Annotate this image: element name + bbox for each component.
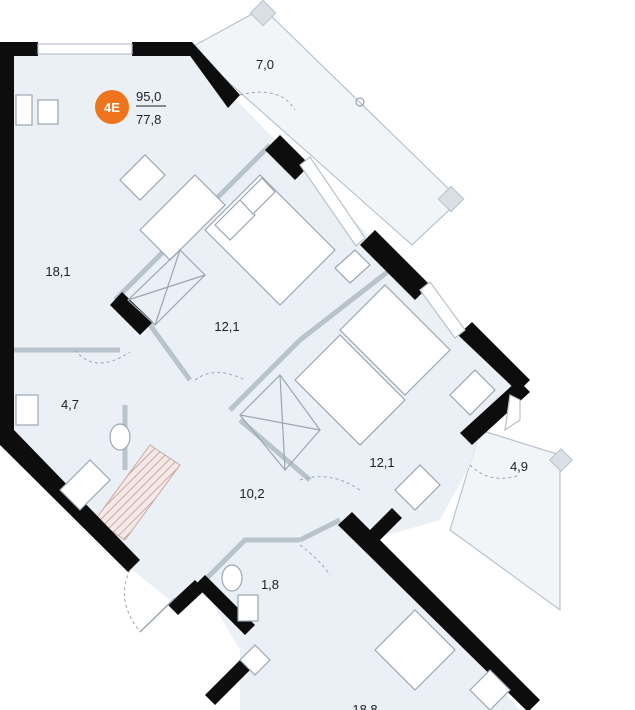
room-area-bathroom: 4,7 — [61, 397, 79, 412]
room-area-hall: 10,2 — [239, 486, 264, 501]
apartment-floor — [12, 48, 520, 710]
exterior-walls — [0, 42, 540, 710]
room-area-wc: 1,8 — [261, 577, 279, 592]
room-area-balcony-right: 4,9 — [510, 459, 528, 474]
unit-badge: 4E 95,0 77,8 — [95, 89, 166, 127]
ventilation-shaft — [94, 444, 181, 541]
unit-badge-circle — [95, 90, 129, 124]
doors — [74, 91, 521, 633]
balcony-right-area — [449, 429, 574, 612]
room-area-kitchen: 18,8 — [352, 702, 377, 710]
unit-code: 4E — [104, 100, 120, 115]
room-area-living-room: 18,1 — [45, 264, 70, 279]
room-area-balcony-top: 7,0 — [256, 57, 274, 72]
room-area-bedroom-2: 12,1 — [369, 455, 394, 470]
furniture — [15, 94, 511, 710]
living-area: 77,8 — [136, 112, 161, 127]
total-area: 95,0 — [136, 89, 161, 104]
balcony-top-area — [188, 0, 465, 246]
room-area-bedroom-1: 12,1 — [214, 319, 239, 334]
windows — [37, 43, 521, 432]
